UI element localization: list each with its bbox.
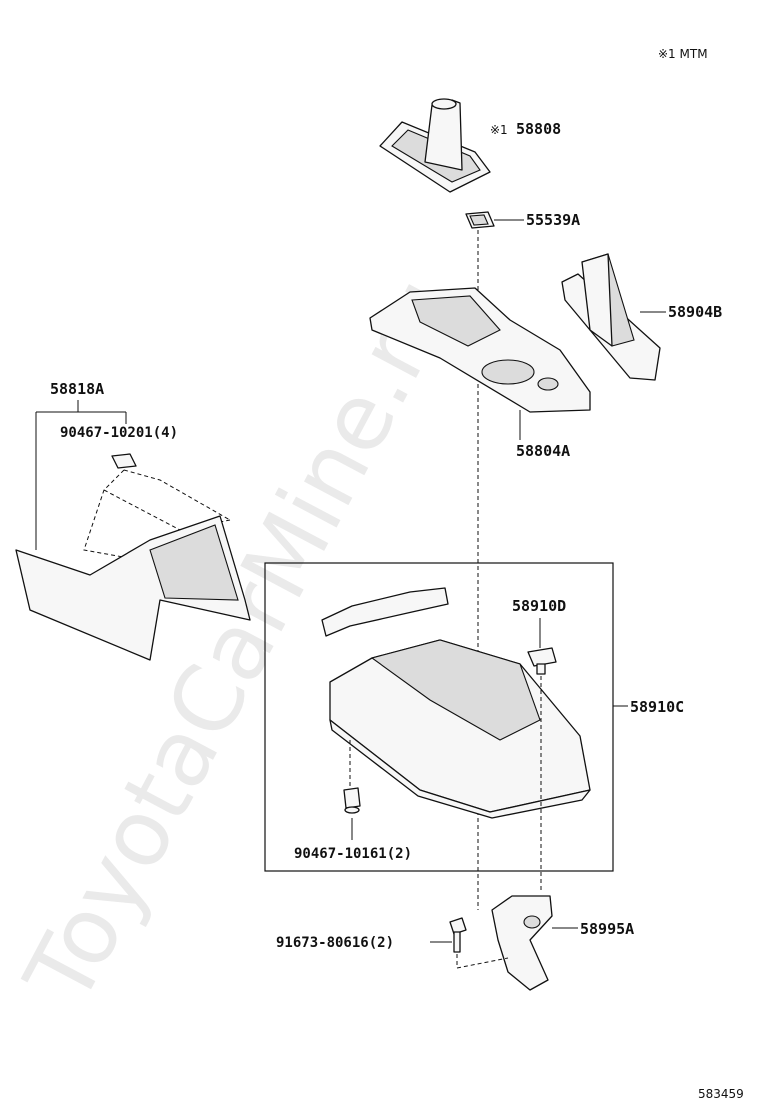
label-58808-prefix: ※1 bbox=[490, 123, 508, 137]
shift-boot-58808 bbox=[379, 98, 491, 193]
label-58910D: 58910D bbox=[512, 597, 566, 615]
upper-panel-58804A bbox=[369, 287, 591, 413]
label-58808: 58808 bbox=[516, 120, 561, 138]
clip-55539A bbox=[465, 211, 495, 229]
console-body-58910C bbox=[329, 639, 591, 819]
watermark-text: ToyotaCarMine.ru bbox=[4, 260, 476, 1021]
label-58804A: 58804A bbox=[516, 442, 570, 460]
diagram-id: 583459 bbox=[698, 1087, 744, 1101]
clip-58910D bbox=[527, 647, 557, 675]
group-box-58910C bbox=[264, 562, 614, 872]
label-58995A: 58995A bbox=[580, 920, 634, 938]
bolt-91673-80616 bbox=[449, 917, 467, 953]
side-panel-58818A bbox=[15, 515, 251, 661]
trim-strip bbox=[321, 587, 449, 637]
pocket-58904B bbox=[561, 253, 661, 381]
label-58910C: 58910C bbox=[630, 698, 684, 716]
clip-90467-10201 bbox=[111, 453, 137, 469]
mtm-note: ※1 MTM bbox=[658, 47, 708, 61]
label-55539A: 55539A bbox=[526, 211, 580, 229]
clip-90467-10161 bbox=[343, 787, 361, 814]
label-90467-10161: 90467-10161(2) bbox=[294, 846, 412, 862]
label-90467-10201: 90467-10201(4) bbox=[60, 425, 178, 441]
label-58818A: 58818A bbox=[50, 380, 104, 398]
label-58904B: 58904B bbox=[668, 303, 722, 321]
bracket-58995A bbox=[491, 895, 553, 991]
label-91673-80616: 91673-80616(2) bbox=[276, 935, 394, 951]
